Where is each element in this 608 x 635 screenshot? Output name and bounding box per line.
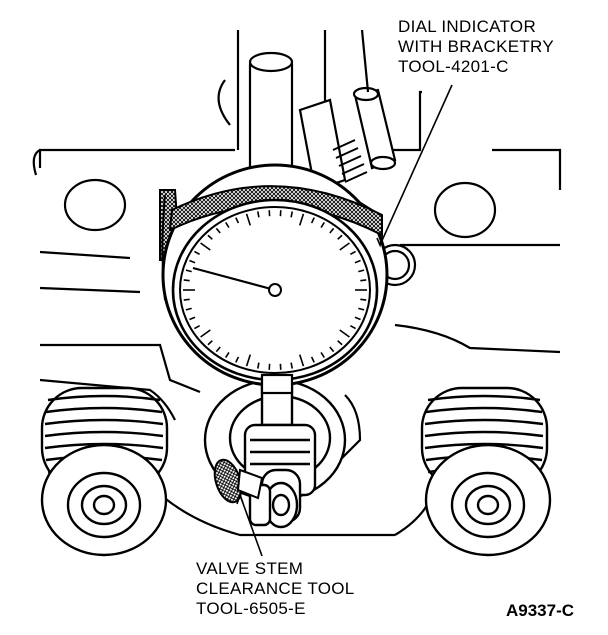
dial-callout-line-2: WITH BRACKETRY: [398, 37, 554, 57]
dial-tick: [291, 211, 292, 217]
dial-tick: [291, 363, 292, 369]
valve-stem-tool-callout: VALVE STEM CLEARANCE TOOL TOOL-6505-E: [196, 559, 355, 619]
dial-indicator-callout: DIAL INDICATOR WITH BRACKETRY TOOL-4201-…: [398, 17, 554, 77]
dial-tick: [360, 299, 366, 300]
valve-callout-line-2: CLEARANCE TOOL: [196, 579, 355, 599]
dial-tick: [258, 363, 259, 369]
dial-indicator: [160, 165, 387, 393]
dial-tick: [184, 280, 190, 281]
dial-tick: [184, 299, 190, 300]
dial-hub: [269, 284, 281, 296]
dial-callout-line-1: DIAL INDICATOR: [398, 17, 554, 37]
figure-id: A9337-C: [506, 601, 574, 621]
valve-callout-line-1: VALVE STEM: [196, 559, 355, 579]
valve-callout-line-3: TOOL-6505-E: [196, 599, 355, 619]
dial-tick: [360, 280, 366, 281]
dial-callout-line-3: TOOL-4201-C: [398, 57, 554, 77]
right-valve-spring: [422, 388, 550, 555]
dial-tick: [258, 211, 259, 217]
left-valve-spring: [42, 388, 167, 555]
